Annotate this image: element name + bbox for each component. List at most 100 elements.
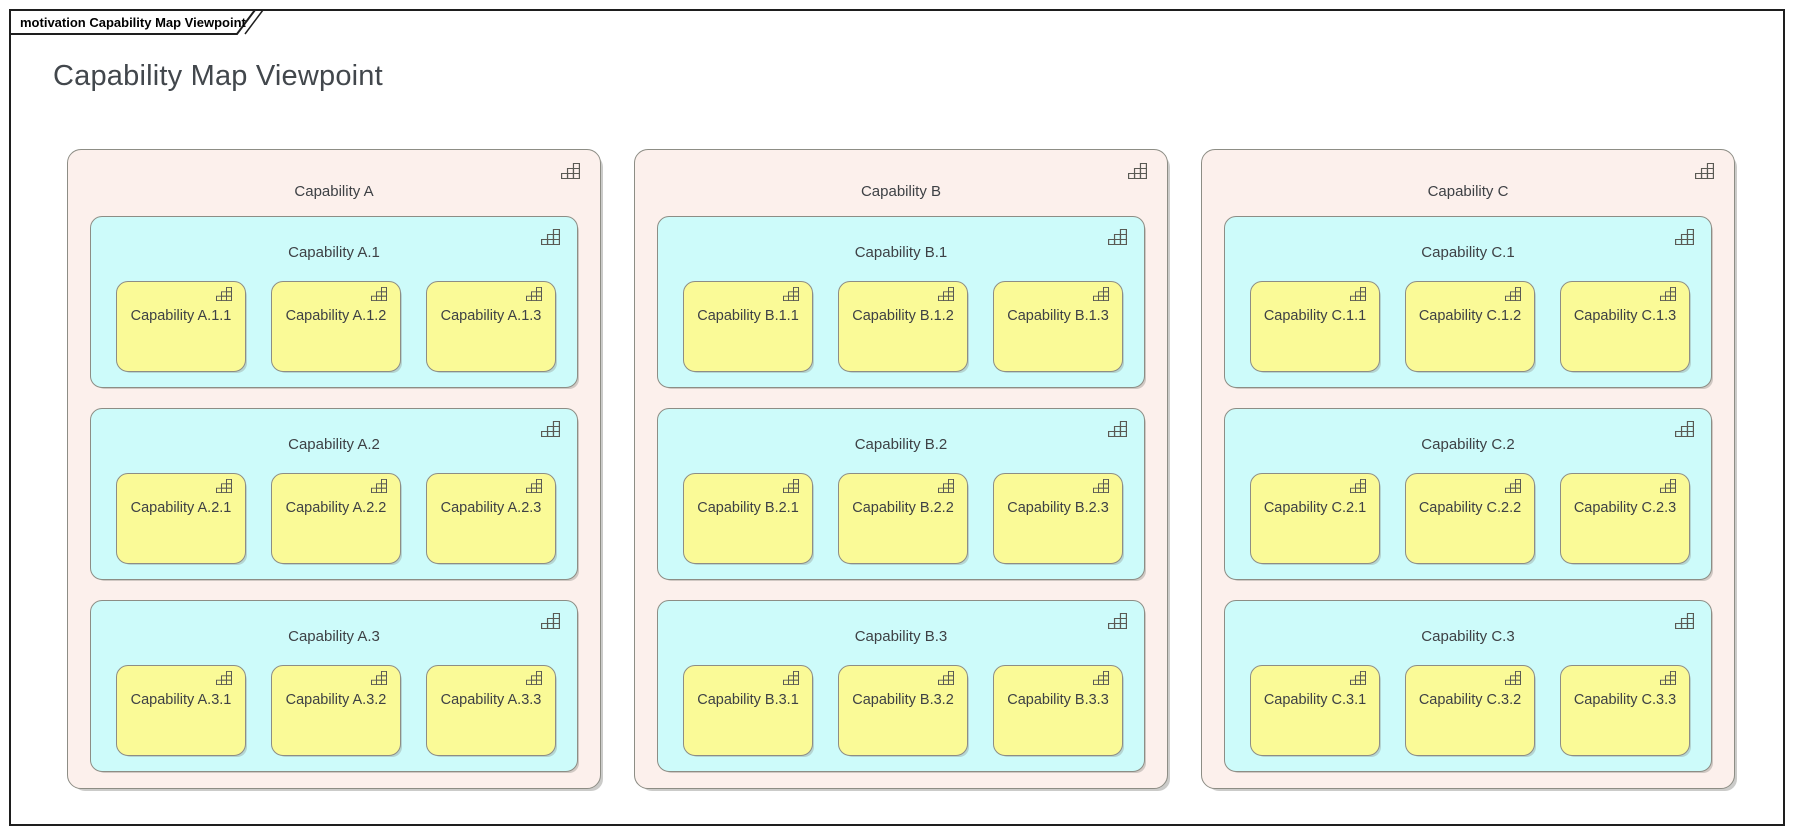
capability-leaf[interactable]: Capability B.3.2 <box>838 665 968 756</box>
capability-leaf[interactable]: Capability A.2.3 <box>426 473 556 564</box>
capability-staircase-icon <box>1675 421 1694 437</box>
capability-staircase-icon <box>1350 671 1366 685</box>
capability-staircase-icon <box>541 421 560 437</box>
capability-leaf-label: Capability B.2.3 <box>1007 500 1109 516</box>
capability-staircase-icon <box>526 287 542 301</box>
capability-staircase-icon <box>938 479 954 493</box>
capability-leaf-label: Capability A.2.2 <box>285 500 387 516</box>
capability-leaf[interactable]: Capability C.2.1 <box>1250 473 1380 564</box>
capability-staircase-icon <box>216 479 232 493</box>
capability-subgroup-label: Capability C.3 <box>1421 628 1515 645</box>
capability-subgroup-label: Capability A.3 <box>288 628 380 645</box>
capability-leaf[interactable]: Capability B.1.2 <box>838 281 968 372</box>
capability-leaf[interactable]: Capability B.1.3 <box>993 281 1123 372</box>
capability-leaf-row: Capability B.3.1 Capability B.3.2 Capabili… <box>683 665 1123 756</box>
capability-leaf-label: Capability B.3.1 <box>697 692 799 708</box>
diagram-frame: motivation Capability Map Viewpoint Capa… <box>9 9 1785 826</box>
capability-leaf[interactable]: Capability C.2.3 <box>1560 473 1690 564</box>
capability-leaf[interactable]: Capability B.1.1 <box>683 281 813 372</box>
capability-leaf[interactable]: Capability A.1.2 <box>271 281 401 372</box>
capability-leaf-row: Capability C.2.1 Capability C.2.2 Capabili… <box>1250 473 1690 564</box>
capability-leaf[interactable]: Capability C.3.1 <box>1250 665 1380 756</box>
capability-leaf[interactable]: Capability C.2.2 <box>1405 473 1535 564</box>
capability-leaf-label: Capability C.2.2 <box>1418 500 1522 516</box>
capability-leaf[interactable]: Capability A.1.1 <box>116 281 246 372</box>
capability-subgroup-label: Capability A.2 <box>288 436 380 453</box>
frame-tab-label: motivation Capability Map Viewpoint <box>20 15 246 30</box>
capability-staircase-icon <box>561 163 580 179</box>
capability-staircase-icon <box>541 613 560 629</box>
capability-staircase-icon <box>1350 479 1366 493</box>
capability-leaf-row: Capability B.1.1 Capability B.1.2 Capabili… <box>683 281 1123 372</box>
capability-leaf[interactable]: Capability A.3.2 <box>271 665 401 756</box>
capability-leaf[interactable]: Capability C.1.2 <box>1405 281 1535 372</box>
capability-staircase-icon <box>216 671 232 685</box>
capability-leaf[interactable]: Capability C.3.3 <box>1560 665 1690 756</box>
capability-leaf[interactable]: Capability A.1.3 <box>426 281 556 372</box>
capability-staircase-icon <box>541 229 560 245</box>
capability-leaf-label: Capability C.1.1 <box>1263 308 1367 324</box>
capability-subgroup-label: Capability B.1 <box>854 244 948 261</box>
capability-leaf[interactable]: Capability B.2.2 <box>838 473 968 564</box>
capability-leaf[interactable]: Capability A.2.1 <box>116 473 246 564</box>
capability-staircase-icon <box>1505 479 1521 493</box>
capability-leaf[interactable]: Capability C.1.3 <box>1560 281 1690 372</box>
capability-leaf-label: Capability C.2.1 <box>1263 500 1367 516</box>
capability-staircase-icon <box>1128 163 1147 179</box>
capability-leaf[interactable]: Capability A.2.2 <box>271 473 401 564</box>
capability-staircase-icon <box>783 287 799 301</box>
capability-leaf[interactable]: Capability B.3.1 <box>683 665 813 756</box>
capability-leaf[interactable]: Capability A.3.3 <box>426 665 556 756</box>
capability-staircase-icon <box>1350 287 1366 301</box>
capability-subgroup-label: Capability C.2 <box>1421 436 1515 453</box>
capability-staircase-icon <box>1108 229 1127 245</box>
capability-leaf[interactable]: Capability C.3.2 <box>1405 665 1535 756</box>
capability-staircase-icon <box>371 671 387 685</box>
capability-leaf-label: Capability C.2.3 <box>1573 500 1677 516</box>
capability-staircase-icon <box>371 287 387 301</box>
capability-staircase-icon <box>1093 287 1109 301</box>
capability-leaf[interactable]: Capability C.1.1 <box>1250 281 1380 372</box>
capability-leaf[interactable]: Capability B.2.1 <box>683 473 813 564</box>
capability-staircase-icon <box>526 479 542 493</box>
capability-staircase-icon <box>783 671 799 685</box>
capability-leaf[interactable]: Capability B.3.3 <box>993 665 1123 756</box>
capability-staircase-icon <box>938 287 954 301</box>
capability-leaf[interactable]: Capability A.3.1 <box>116 665 246 756</box>
capability-staircase-icon <box>1108 421 1127 437</box>
capability-leaf-row: Capability A.2.1 Capability A.2.2 Capabili… <box>116 473 556 564</box>
diagram-title: Capability Map Viewpoint <box>53 60 383 92</box>
capability-staircase-icon <box>216 287 232 301</box>
capability-leaf-label: Capability B.1.1 <box>697 308 799 324</box>
capability-staircase-icon <box>526 671 542 685</box>
capability-staircase-icon <box>1093 479 1109 493</box>
capability-leaf-label: Capability B.2.2 <box>852 500 954 516</box>
capability-leaf-label: Capability C.3.3 <box>1573 692 1677 708</box>
capability-staircase-icon <box>1660 479 1676 493</box>
capability-leaf-label: Capability A.3.3 <box>440 692 542 708</box>
capability-group-label: Capability B <box>860 183 942 200</box>
capability-leaf-label: Capability A.3.2 <box>285 692 387 708</box>
capability-staircase-icon <box>1675 229 1694 245</box>
capability-leaf[interactable]: Capability B.2.3 <box>993 473 1123 564</box>
capability-leaf-label: Capability C.1.3 <box>1573 308 1677 324</box>
capability-leaf-row: Capability A.1.1 Capability A.1.2 Capabili… <box>116 281 556 372</box>
capability-staircase-icon <box>1675 613 1694 629</box>
capability-staircase-icon <box>938 671 954 685</box>
capability-leaf-label: Capability B.3.3 <box>1007 692 1109 708</box>
capability-leaf-label: Capability B.2.1 <box>697 500 799 516</box>
capability-leaf-label: Capability A.1.3 <box>440 308 542 324</box>
